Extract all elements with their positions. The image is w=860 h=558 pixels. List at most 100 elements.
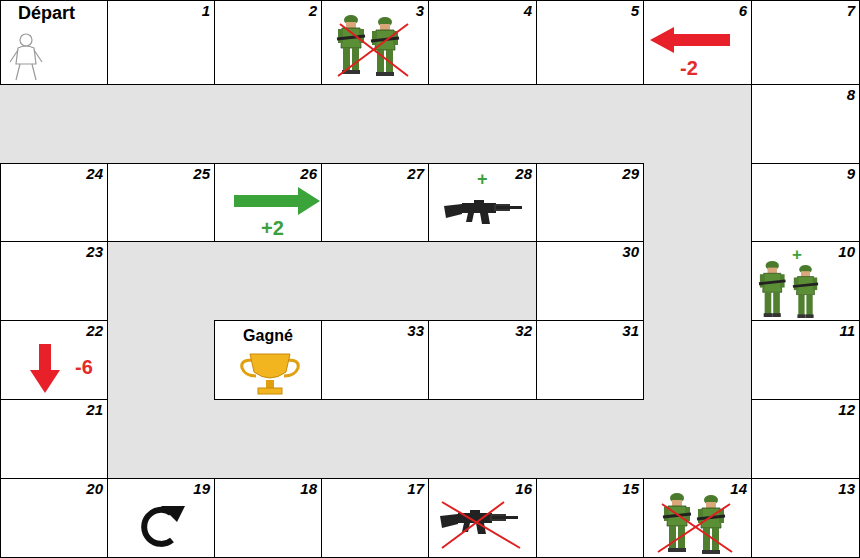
board-cell: 3 bbox=[321, 0, 429, 85]
cell-number: 33 bbox=[407, 323, 424, 340]
cell-number: 15 bbox=[622, 481, 639, 498]
cell-number: 16 bbox=[515, 481, 532, 498]
bonus-label: + bbox=[477, 170, 488, 190]
board-cell: 29 bbox=[536, 163, 644, 242]
board-cell: 1 bbox=[107, 0, 215, 85]
board-cell: 19 bbox=[107, 478, 215, 558]
board-cell: 18 bbox=[214, 478, 322, 558]
cell-number: 5 bbox=[631, 3, 639, 20]
cell-number: 11 bbox=[839, 323, 855, 340]
trophy-icon bbox=[242, 354, 299, 394]
cell-ground bbox=[428, 163, 536, 241]
board-cell: 25 bbox=[107, 163, 215, 242]
bonus-label: -6 bbox=[75, 356, 93, 378]
cell-ground bbox=[751, 478, 860, 558]
cell-ground bbox=[107, 478, 214, 558]
cell-ground bbox=[751, 84, 860, 163]
bonus-label: + bbox=[792, 246, 802, 265]
cell-number: 20 bbox=[86, 481, 103, 498]
board-cell: Gagné bbox=[214, 320, 322, 400]
cell-number: 31 bbox=[622, 323, 639, 340]
arrow-head bbox=[161, 506, 185, 522]
board-cell: 2 bbox=[214, 0, 322, 85]
cell-ground bbox=[0, 0, 107, 84]
figure-head bbox=[20, 34, 32, 46]
soldier-icon bbox=[793, 265, 818, 318]
board-cell: 7 bbox=[751, 0, 860, 85]
board-icons bbox=[10, 15, 818, 554]
cell-number: 24 bbox=[86, 166, 103, 183]
cell-ground bbox=[214, 163, 321, 241]
board-cell: 4 bbox=[428, 0, 537, 85]
cell-ground bbox=[536, 320, 643, 399]
cell-number: 12 bbox=[838, 402, 855, 419]
board-cell: Départ bbox=[0, 0, 108, 85]
cell-ground bbox=[321, 478, 428, 558]
start-figure bbox=[10, 34, 42, 80]
arrow-arc bbox=[144, 510, 172, 544]
cell-number: 21 bbox=[86, 402, 103, 419]
cell-ground bbox=[643, 478, 751, 558]
finish-label: Gagné bbox=[215, 327, 321, 345]
board-cell: 31 bbox=[536, 320, 644, 400]
bonus-label: +2 bbox=[261, 217, 284, 239]
cell-ground bbox=[643, 0, 751, 84]
cell-ground bbox=[107, 0, 214, 84]
board-cell: 20 bbox=[0, 478, 108, 558]
board-cell: 33 bbox=[321, 320, 429, 400]
board-cell: 30 bbox=[536, 241, 644, 321]
cell-ground bbox=[751, 399, 860, 478]
cell-ground bbox=[751, 241, 860, 320]
arrow-shaft bbox=[672, 34, 730, 46]
forward-arrow bbox=[234, 187, 320, 215]
cell-ground bbox=[751, 0, 860, 84]
figure-legs bbox=[16, 64, 36, 80]
cross-mark bbox=[338, 24, 408, 76]
cell-number: 23 bbox=[86, 244, 103, 261]
cell-number: 9 bbox=[847, 166, 855, 183]
trophy-stem bbox=[266, 380, 274, 388]
back-arrow bbox=[30, 344, 60, 393]
rifle-icon bbox=[440, 510, 518, 534]
board-cell: 27 bbox=[321, 163, 429, 242]
cell-ground bbox=[536, 241, 643, 320]
cross-mark bbox=[658, 504, 730, 552]
cell-ground bbox=[536, 478, 643, 558]
board-cell: 32 bbox=[428, 320, 537, 400]
board-cell: 11 bbox=[751, 320, 860, 400]
board-cell: 23 bbox=[0, 241, 108, 321]
cell-ground bbox=[536, 0, 643, 84]
cell-ground bbox=[0, 478, 107, 558]
replay-arrow bbox=[144, 506, 185, 544]
start-label: Départ bbox=[18, 4, 75, 24]
arrow-shaft bbox=[39, 344, 51, 372]
trophy-cup bbox=[250, 354, 290, 378]
board-cell: 15 bbox=[536, 478, 644, 558]
cell-number: 18 bbox=[300, 481, 317, 498]
cell-ground bbox=[0, 320, 107, 399]
cell-number: 22 bbox=[86, 323, 103, 340]
board-cell: 12 bbox=[751, 399, 860, 479]
board-cell: 17 bbox=[321, 478, 429, 558]
cell-number: 3 bbox=[416, 3, 424, 20]
cell-number: 8 bbox=[847, 87, 855, 104]
board-cell: 21 bbox=[0, 399, 108, 479]
board-cell: 8 bbox=[751, 84, 860, 164]
cross-mark bbox=[662, 504, 732, 552]
arrow-head bbox=[650, 27, 674, 53]
board-cell: 22 -6 bbox=[0, 320, 108, 400]
cross-mark bbox=[340, 24, 408, 76]
cell-number: 1 bbox=[202, 3, 210, 20]
cell-ground bbox=[0, 399, 107, 478]
cell-ground bbox=[0, 163, 107, 241]
cell-ground bbox=[751, 320, 860, 399]
cell-number: 7 bbox=[847, 3, 855, 20]
board-cell: 24 bbox=[0, 163, 108, 242]
cell-number: 19 bbox=[193, 481, 210, 498]
board-cell: 16 bbox=[428, 478, 537, 558]
cross-mark bbox=[442, 502, 520, 548]
bonus-label: -2 bbox=[680, 57, 698, 79]
cell-ground bbox=[321, 320, 428, 399]
